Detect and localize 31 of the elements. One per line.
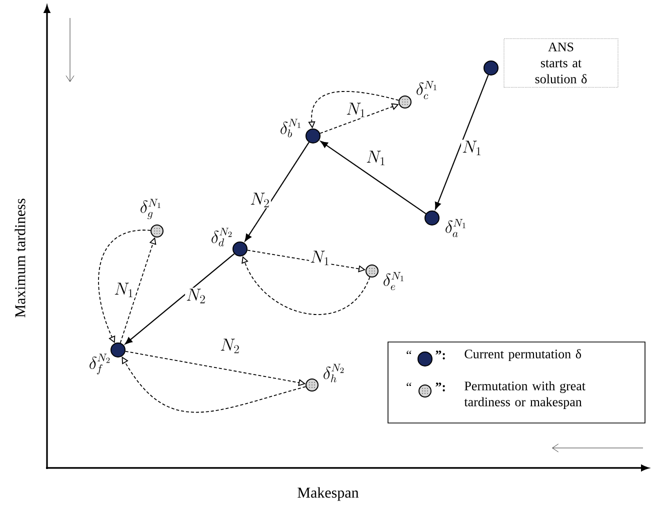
arrow — [244, 142, 310, 242]
point-label: $\delta_h^{N_2}$ — [324, 364, 344, 382]
edge-label: $N_1$ — [345, 102, 367, 118]
quote-mark: ”: — [436, 382, 445, 392]
quote-mark: “ — [406, 350, 412, 354]
axis-label: Makespan — [298, 487, 359, 501]
arrow — [124, 253, 235, 344]
axis-label: Maximum tardiness — [14, 198, 26, 318]
edge-label: $N_1$ — [309, 250, 331, 266]
quote-mark: “ — [406, 382, 412, 386]
legend-text: Current permutation δ — [464, 349, 582, 362]
arrow — [122, 356, 306, 413]
quote-mark: ”: — [436, 350, 445, 360]
point-label: $\delta_a^{N_1}$ — [446, 218, 466, 238]
point-label: $\delta_c^{N_1}$ — [416, 80, 436, 100]
arrow — [320, 140, 426, 214]
point-label: $\delta_e^{N_1}$ — [384, 272, 404, 290]
edge-label: $N_2$ — [249, 192, 271, 208]
edge-label: $N_2$ — [219, 338, 241, 354]
note-box: ANS starts at solution δ — [504, 38, 618, 88]
edge-label: $N_1$ — [113, 282, 135, 298]
arrow — [434, 74, 489, 210]
point-label: $\delta_b^{N_1}$ — [280, 118, 300, 138]
edge-label: $N_2$ — [185, 288, 207, 304]
point-label: $\delta_g^{N_1}$ — [140, 198, 160, 220]
point-label: $\delta_d^{N_2}$ — [212, 228, 232, 246]
point-label: $\delta_f^{N_2}$ — [90, 354, 110, 374]
legend-text: Permutation with great tardiness or makespan — [464, 381, 586, 409]
edge-label: $N_1$ — [365, 150, 387, 166]
edge-label: $N_1$ — [461, 140, 483, 156]
solution-point — [484, 60, 498, 76]
